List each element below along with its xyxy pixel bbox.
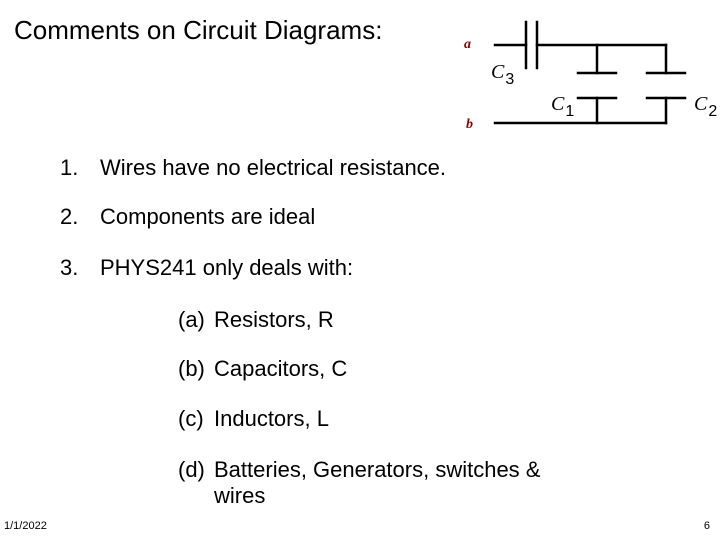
sub-list-item: (c) Inductors, L bbox=[178, 406, 329, 432]
c2-subscript: 2 bbox=[708, 103, 718, 120]
list-item-text: Wires have no electrical resistance. bbox=[100, 155, 447, 180]
sub-item-text: Capacitors, C bbox=[214, 356, 348, 381]
list-item-text: PHYS241 only deals with: bbox=[100, 255, 354, 280]
footer-date: 1/1/2022 bbox=[4, 520, 47, 532]
c3-symbol: C bbox=[491, 61, 505, 83]
sub-item-text: Inductors, L bbox=[214, 406, 329, 431]
sub-item-letter: (b) bbox=[178, 356, 205, 381]
node-b-label: b bbox=[466, 117, 473, 132]
sub-item-letter: (a) bbox=[178, 307, 205, 332]
list-item: 1. Wires have no electrical resistance. bbox=[60, 155, 446, 181]
sub-item-continuation: wires bbox=[214, 483, 266, 508]
c1-label: C1 bbox=[551, 93, 574, 120]
list-item: 3. PHYS241 only deals with: bbox=[60, 255, 353, 281]
c3-label: C3 bbox=[491, 61, 514, 88]
sub-item-text: Resistors, R bbox=[214, 307, 334, 332]
c3-subscript: 3 bbox=[505, 71, 515, 88]
list-item-number: 1. bbox=[60, 155, 79, 180]
sub-list-item: (a) Resistors, R bbox=[178, 307, 334, 333]
circuit-diagram bbox=[493, 20, 687, 125]
c1-subscript: 1 bbox=[565, 103, 575, 120]
c1-symbol: C bbox=[551, 93, 565, 115]
slide-title: Comments on Circuit Diagrams: bbox=[14, 15, 383, 45]
list-item: 2. Components are ideal bbox=[60, 204, 315, 230]
sub-list-item: (d) Batteries, Generators, switches & wir… bbox=[178, 457, 540, 509]
list-item-number: 2. bbox=[60, 204, 79, 229]
sub-item-text: Batteries, Generators, switches & bbox=[214, 457, 541, 482]
sub-list-item: (b) Capacitors, C bbox=[178, 356, 347, 382]
sub-item-letter: (c) bbox=[178, 406, 204, 431]
page-number: 6 bbox=[703, 520, 710, 532]
c2-label: C2 bbox=[694, 93, 717, 120]
node-a-label: a bbox=[464, 37, 471, 52]
list-item-text: Components are ideal bbox=[100, 204, 316, 229]
sub-item-letter: (d) bbox=[178, 457, 205, 482]
list-item-number: 3. bbox=[60, 255, 79, 280]
c2-symbol: C bbox=[694, 93, 708, 115]
